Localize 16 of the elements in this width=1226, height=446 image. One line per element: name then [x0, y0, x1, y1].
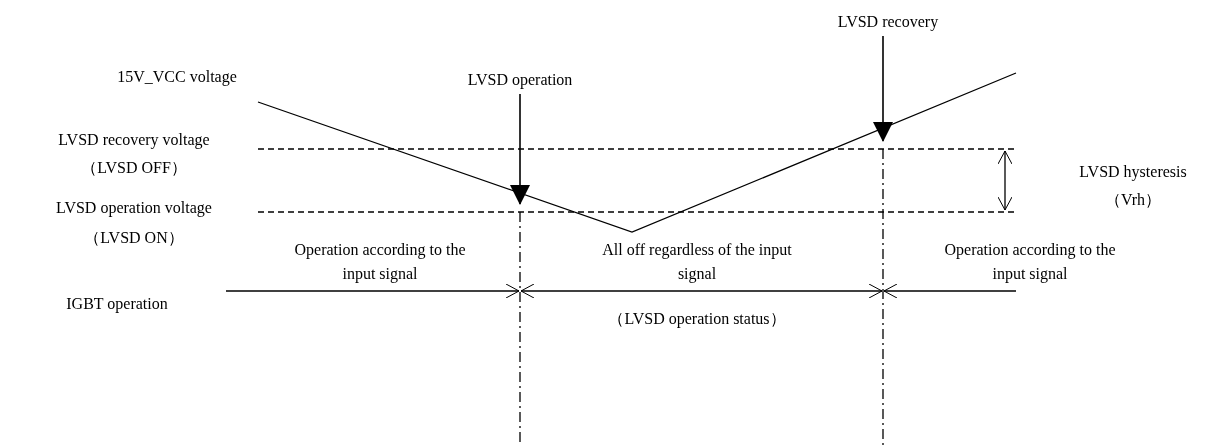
callout-text: LVSD operation — [467, 66, 573, 94]
axis-label: LVSD recovery voltage — [58, 130, 210, 151]
axis-label: （LVSD ON） — [84, 228, 184, 248]
axis-label: 15V_VCC voltage — [117, 67, 237, 88]
region-label: Operation according to the input signal — [943, 240, 1117, 285]
axis-label: LVSD hysteresis — [1079, 162, 1187, 183]
axis-label: （Vrh） — [1105, 190, 1161, 210]
callout-text: LVSD recovery — [837, 8, 939, 36]
region-label: All off regardless of the input signal — [602, 240, 792, 285]
axis-label: IGBT operation — [66, 294, 168, 315]
leader-arrow — [873, 35, 893, 142]
region-label: Operation according to the input signal — [293, 240, 467, 285]
axis-label: LVSD operation voltage — [56, 198, 212, 219]
axis-label: （LVSD operation status） — [608, 309, 786, 330]
leader-arrow — [510, 93, 530, 205]
axis-label: （LVSD OFF） — [81, 158, 187, 178]
